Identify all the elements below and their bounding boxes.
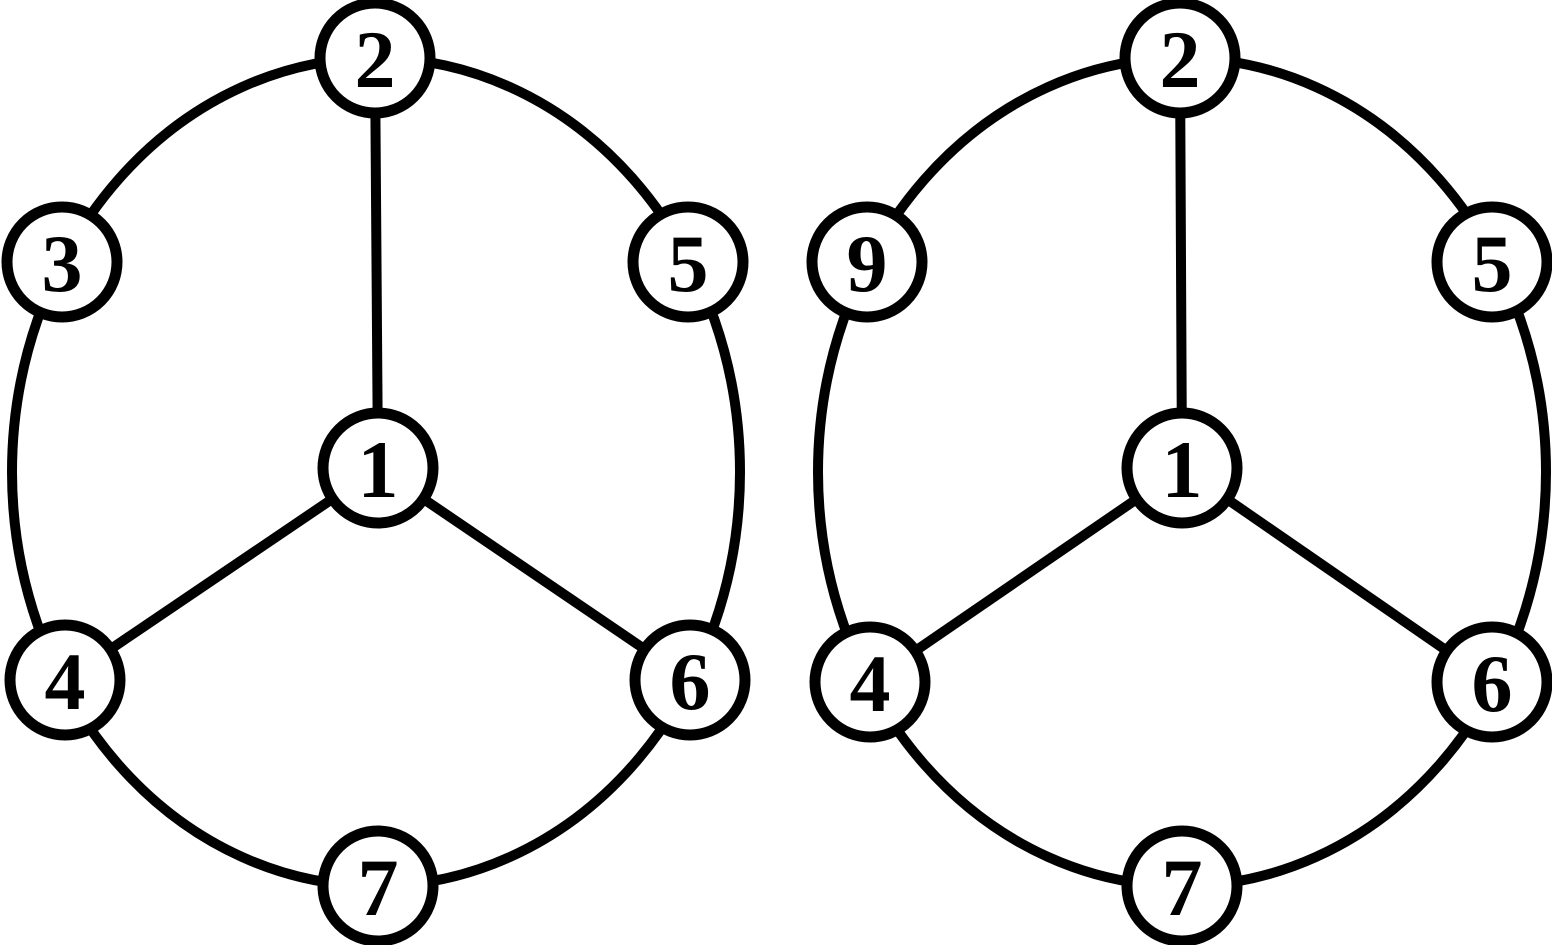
right-graph-node-6-label: 6 [1472,638,1513,729]
right-graph-node-7-label: 7 [1162,842,1203,933]
right-graph-node-9-circle [806,201,928,323]
left-graph-node-7-circle [317,825,439,945]
right-graph-edge-1-6 [1177,463,1497,687]
right-graph-node-6-circle [1431,621,1552,743]
right-graph-node-2-circle [1119,0,1241,119]
right-graph-edge-1-4 [865,463,1187,687]
left-graph-node-6-label: 6 [670,636,711,727]
right-graph-node-5-circle [1431,201,1552,323]
left-graph-edge-1-2 [370,53,383,473]
left-graph-node-3-circle [1,201,123,323]
left-graph-node-7-label: 7 [358,842,399,933]
left-graph-node-6-circle [629,619,751,741]
right-graph-node-4-label: 4 [850,638,891,729]
right-graph-node-5-label: 5 [1472,218,1513,309]
left-graph-edge-1-6 [373,463,695,685]
right-graph-node-4-circle [809,621,931,743]
right-graph-node-9-label: 9 [847,218,888,309]
left-graph-node-4-circle [4,619,126,741]
left-graph-edge-1-4 [60,463,383,685]
left-graph-node-1-label: 1 [358,424,399,515]
left-graph-node-4-label: 4 [45,636,86,727]
right-graph-node-1-circle [1121,407,1243,529]
right-graph: 2 9 5 1 4 6 7 [806,0,1552,945]
right-graph-node-7-circle [1121,825,1243,945]
left-graph-node-5-label: 5 [668,218,709,309]
right-graph-edge-1-2 [1175,53,1187,473]
left-graph: 2 3 5 1 4 6 7 [1,0,751,945]
left-graph-node-5-circle [627,201,749,323]
left-graph-node-3-label: 3 [42,218,83,309]
left-graph-node-2-circle [314,0,436,119]
left-graph-node-2-label: 2 [355,14,396,105]
right-graph-node-1-label: 1 [1162,424,1203,515]
left-graph-node-1-circle [317,407,439,529]
right-graph-node-2-label: 2 [1160,14,1201,105]
